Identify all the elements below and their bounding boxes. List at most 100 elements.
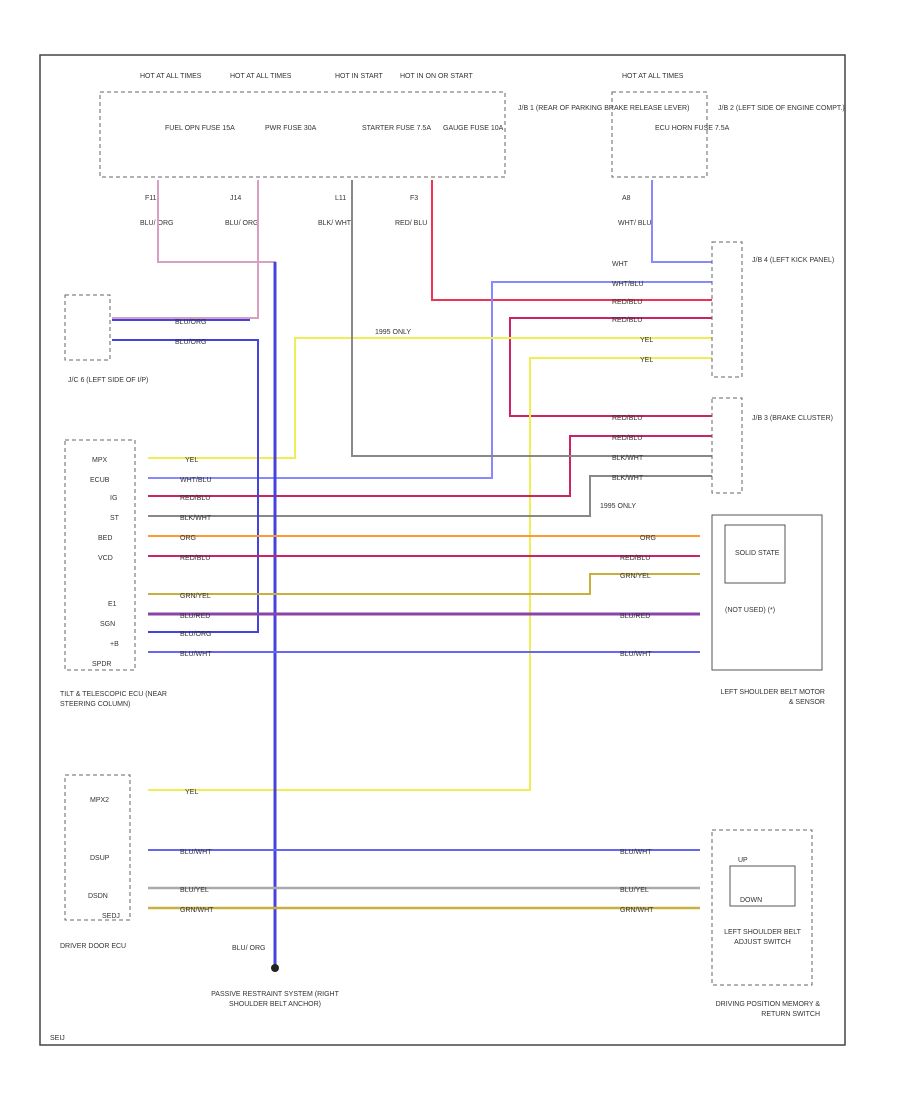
door-pin-sedj: SEDJ [102,913,120,920]
door-pin-dsdn: DSDN [88,893,108,900]
bottom-wire-color: BLU/ ORG [232,945,265,952]
jb4-label: J/B 4 (LEFT KICK PANEL) [752,257,834,264]
wire-gauge-jb4 [431,180,712,301]
jb4-wire-3: RED/BLU [612,299,642,306]
jb3-box: RED/BLU RED/BLU BLK/WHT BLK/WHT J/B 3 (B… [612,397,833,494]
ground-terminal [271,964,279,972]
jc-wire-2: BLU/ORG [175,339,207,346]
door-pin-mpx2: MPX2 [90,797,109,804]
wires [112,180,712,968]
wire-color-2: BLU/ ORG [225,220,258,227]
tilt-wire-9: BLU/ORG [180,631,212,638]
jc-wire-1: BLU/ORG [175,319,207,326]
passive-restraint: BLU/ ORG PASSIVE RESTRAINT SYSTEM (RIGHT… [211,945,339,1008]
hot-label-3: HOT IN START [335,73,384,80]
hot-label-2: HOT AT ALL TIMES [230,73,292,80]
wire-ig [148,435,712,497]
fuse-gauge: GAUGE FUSE 10A [443,125,504,132]
tilt-wire-6: RED/BLU [180,555,210,562]
memory-switch-label: DRIVING POSITION MEMORY & RETURN SWITCH [715,1001,820,1018]
jb3-wire-3: BLK/WHT [612,455,644,462]
tilt-pin-st: ST [110,515,120,522]
motor-wire-5: BLU/WHT [620,651,652,658]
jb3-wire-2: RED/BLU [612,435,642,442]
tilt-pin-vcd: VCD [98,555,113,562]
jb4-wire-4: RED/BLU [612,317,642,324]
tilt-pin-mpx: MPX [92,457,108,464]
wire-color-5: WHT/ BLU [618,220,651,227]
wire-color-4: RED/ BLU [395,220,427,227]
jc6-connector: BLU/ORG BLU/ORG J/C 6 (LEFT SIDE OF I/P) [64,294,207,384]
tilt-pin-ig: IG [110,495,117,502]
wire-jc-2 [112,339,259,633]
jb4-box: WHT WHT/BLU RED/BLU RED/BLU YEL YEL J/B … [612,241,834,378]
tilt-pin-spdr: SPDR [92,661,111,668]
wire-j14 [112,180,259,319]
switch-down-label: DOWN [740,897,762,904]
solid-state-label: SOLID STATE [735,550,780,557]
door-wire-3: BLU/YEL [180,887,209,894]
door-wire-4: GRN/WHT [180,907,214,914]
jb3-wire-1: RED/BLU [612,415,642,422]
note-1995-b: 1995 ONLY [600,503,636,510]
door-wire-2: BLU/WHT [180,849,212,856]
motor-wire-1: ORG [640,535,656,542]
adjust-switch-label: LEFT SHOULDER BELT ADJUST SWITCH [724,929,801,946]
pin-id-j14: J14 [230,195,241,202]
tilt-pin-sgn: SGN [100,621,115,628]
wire-jb2-jb4 [651,180,712,263]
tilt-wire-1: YEL [185,457,198,464]
tilt-pin-e1: E1 [108,601,117,608]
wire-e1 [148,573,700,595]
tilt-wire-7: GRN/YEL [180,593,211,600]
wire-mpx-yel [148,337,712,459]
fuse-fuel-opn: FUEL OPN FUSE 15A [165,125,235,132]
fuse-starter: STARTER FUSE 7.5A [362,125,431,132]
jb4-wire-2: WHT/BLU [612,281,644,288]
not-used-label: (NOT USED) (*) [725,607,775,614]
door-pin-dsup: DSUP [90,855,110,862]
fuse-pwr: PWR FUSE 30A [265,125,317,132]
motor-label: LEFT SHOULDER BELT MOTOR & SENSOR [720,689,825,706]
door-ecu-label: DRIVER DOOR ECU [60,943,127,950]
switch-wire-2: BLU/YEL [620,887,649,894]
tilt-wire-2: WHT/BLU [180,477,212,484]
tilt-wire-5: ORG [180,535,196,542]
jb3-label: J/B 3 (BRAKE CLUSTER) [752,415,833,422]
passive-label: PASSIVE RESTRAINT SYSTEM (RIGHT SHOULDER… [211,991,339,1008]
door-ecu: MPX2 DSUP DSDN SEDJ YEL BLU/WHT BLU/YEL … [60,774,214,950]
note-1995-a: 1995 ONLY [375,329,411,336]
jb4-wire-1: WHT [612,261,629,268]
footer-code: SEIJ [50,1035,65,1042]
wire-mpx2-yel [148,357,712,791]
tilt-pin-bed: BED [98,535,112,542]
jb4-wire-5: YEL [640,337,653,344]
jc6-label: J/C 6 (LEFT SIDE OF I/P) [68,377,148,384]
motor-wire-2: RED/BLU [620,555,650,562]
switch-up-label: UP [738,857,748,864]
jb4-wire-6: YEL [640,357,653,364]
wire-color-3: BLK/ WHT [318,220,352,227]
door-wire-1: YEL [185,789,198,796]
pin-id-a8: A8 [622,195,631,202]
pin-id-f3: F3 [410,195,418,202]
wire-ecub [148,281,712,479]
jb1-label: J/B 1 (REAR OF PARKING BRAKE RELEASE LEV… [518,105,689,112]
tilt-pin-ecub: ECUB [90,477,110,484]
jb1-fuse-box: HOT AT ALL TIMES HOT AT ALL TIMES HOT IN… [99,73,689,178]
jb2-label: J/B 2 (LEFT SIDE OF ENGINE COMPT.) [718,105,845,112]
jb3-wire-4: BLK/WHT [612,475,644,482]
motor-wire-3: GRN/YEL [620,573,651,580]
hot-label-1: HOT AT ALL TIMES [140,73,202,80]
jb2-hot-label: HOT AT ALL TIMES [622,73,684,80]
tilt-wire-8: BLU/RED [180,613,210,620]
tilt-wire-4: BLK/WHT [180,515,212,522]
adjust-switch: UP DOWN BLU/WHT BLU/YEL GRN/WHT LEFT SHO… [620,829,820,1018]
motor-wire-4: BLU/RED [620,613,650,620]
tilt-ecu-label: TILT & TELESCOPIC ECU (NEAR STEERING COL… [60,691,167,708]
tilt-wire-3: RED/BLU [180,495,210,502]
wire-st [148,475,712,517]
wire-jb4-jb3-loop [509,317,712,417]
wire-color-1: BLU/ ORG [140,220,173,227]
